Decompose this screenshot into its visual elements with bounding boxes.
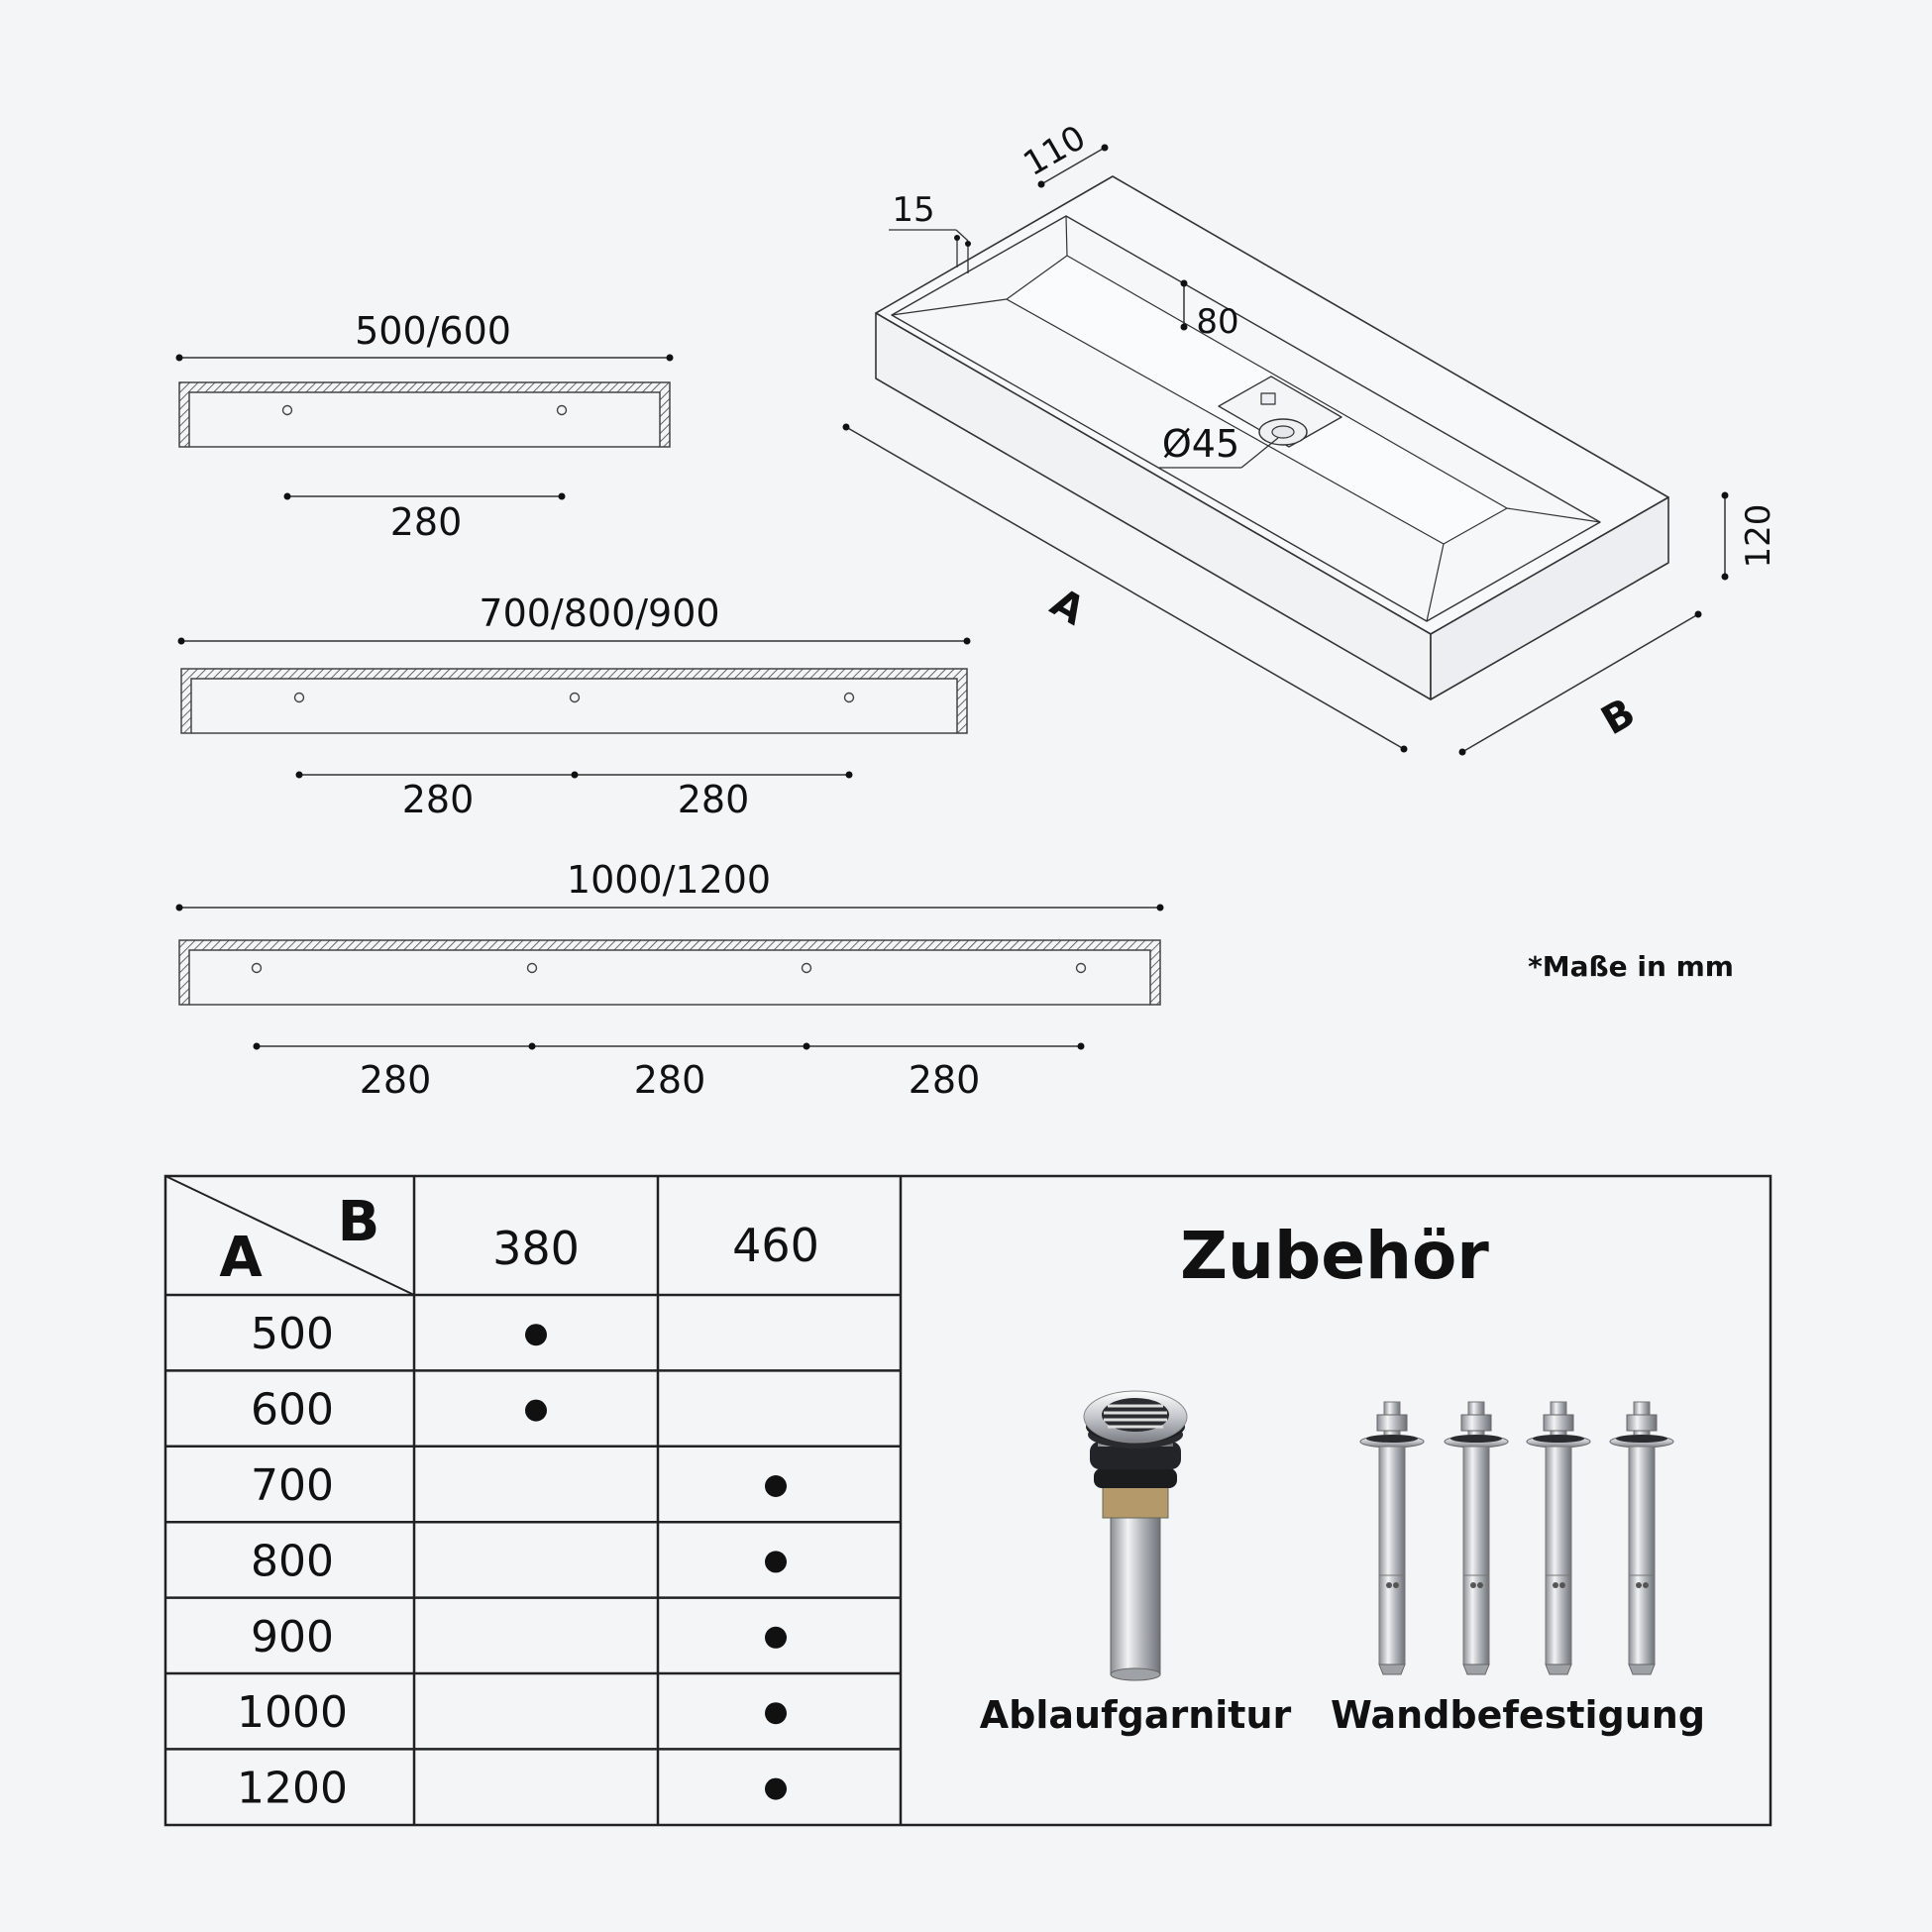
mounting-hole [556,404,568,416]
availability-dot [765,1475,787,1497]
iso-dimension-45: Ø45 [1159,422,1279,469]
anchor-bolt-icon [1359,1401,1425,1675]
accessory-label-wall-mount: Wandbefestigung [1331,1693,1705,1737]
mounting-hole [843,692,855,703]
mounting-hole [281,404,293,416]
dimension-line-width [175,354,674,362]
dimension-line-spacing [295,771,853,779]
availability-dot [525,1324,547,1346]
rim-15-label: 15 [892,190,934,230]
availability-dot [765,1626,787,1649]
accessories-panel: Zubehör Ablaufgarnitur Wandbefestigung [980,1218,1705,1737]
hole-spacing-label: 280 [678,778,750,821]
row-label-a: 500 [251,1309,334,1359]
anchor-bolt-icon [1526,1401,1591,1675]
row-label-a: 700 [251,1460,334,1511]
availability-dot [765,1551,787,1573]
dimension-line-width [177,637,971,645]
drain-diameter-label: Ø45 [1162,422,1239,466]
iso-dimension-120: 120 [1721,491,1778,581]
dimension-line-width [175,904,1164,912]
row-label-a: 900 [251,1612,334,1663]
mounting-hole [1075,962,1087,974]
bracket-width-label: 500/600 [355,309,511,353]
mounting-hole [251,962,263,974]
height-120-label: 120 [1739,504,1778,569]
bracket-500-600: 500/600 280 [175,309,674,544]
width-b-label: B [1594,690,1643,744]
mounting-hole [293,692,305,703]
iso-dimension-110: 110 [1017,118,1109,188]
size-table: A B 380 460 500 600 700 800 900 1000 1200 [163,1174,1772,1827]
row-label-a: 600 [251,1385,334,1436]
bracket-700-800-900: 700/800/900 280 280 [177,591,971,821]
iso-dimension-80: 80 [1180,279,1239,342]
bracket-width-label: 700/800/900 [479,591,719,635]
hole-spacing-label: 280 [390,500,463,544]
row-label-a: 1200 [237,1764,348,1814]
availability-dot [765,1777,787,1800]
sink-isometric-view [875,175,1669,700]
units-note: *Maße in mm [1528,950,1734,983]
column-header-460: 460 [732,1219,819,1272]
mounting-hole [801,962,812,974]
availability-dot [525,1399,547,1422]
accessories-title: Zubehör [1180,1218,1489,1294]
bracket-profile [178,939,1161,1006]
column-header-380: 380 [492,1222,580,1275]
mounting-hole [569,692,581,703]
accessory-label-drain: Ablaufgarnitur [980,1693,1292,1737]
hole-spacing-label: 280 [360,1058,432,1102]
depth-110-label: 110 [1017,118,1092,184]
header-corner-a: A [219,1226,263,1290]
basin-depth-80-label: 80 [1196,302,1238,342]
iso-dimension-15: 15 [889,190,971,273]
header-corner-b: B [338,1190,380,1254]
bracket-width-label: 1000/1200 [567,858,771,902]
hole-spacing-label: 280 [909,1058,981,1102]
mounting-hole [526,962,538,974]
availability-dot [765,1702,787,1725]
anchor-bolt-icon [1609,1401,1674,1675]
header-diagonal [164,1175,415,1296]
wall-anchor-bolts-icon [1359,1401,1674,1675]
drain-valve-icon [1083,1390,1188,1681]
dimension-line-spacing [283,492,566,500]
bracket-profile [178,381,671,448]
length-a-label: A [1043,580,1093,634]
hole-spacing-label: 280 [634,1058,706,1102]
row-label-a: 800 [251,1536,334,1586]
anchor-bolt-icon [1444,1401,1509,1675]
bracket-1000-1200: 1000/1200 280 280 280 [175,858,1164,1102]
dimension-line-spacing [253,1042,1085,1050]
bracket-profile [180,668,968,734]
row-label-a: 1000 [237,1687,348,1738]
hole-spacing-label: 280 [402,778,475,821]
